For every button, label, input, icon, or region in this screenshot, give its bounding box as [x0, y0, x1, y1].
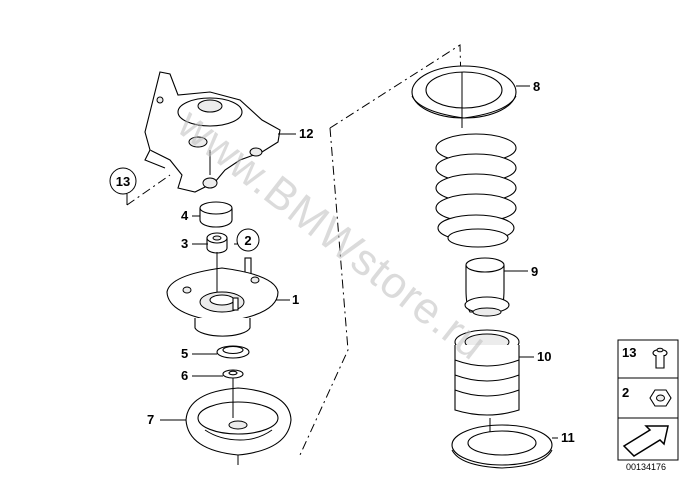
leader-lines — [160, 85, 558, 439]
part-4-bump-stop — [199, 201, 233, 228]
legend-panel: 13 2 — [617, 339, 679, 461]
callout-4: 4 — [181, 208, 189, 223]
callout-6: 6 — [181, 368, 188, 383]
legend-item-2: 2 — [622, 385, 629, 400]
callout-13: 13 — [116, 174, 130, 189]
document-number: 00134176 — [626, 462, 666, 472]
part-8-spring-pad — [411, 65, 517, 128]
part-1-upper-mount — [166, 252, 279, 337]
callout-8: 8 — [533, 79, 540, 94]
part-2-stud — [244, 257, 252, 275]
callout-13-circle: 13 — [109, 167, 137, 195]
callout-2-circle: 2 — [236, 228, 260, 252]
callout-12: 12 — [299, 126, 313, 141]
part-11-lower-pad — [451, 418, 553, 469]
callout-1: 1 — [292, 292, 299, 307]
coil-spring — [435, 133, 517, 248]
callout-11: 11 — [561, 430, 575, 445]
callout-7: 7 — [147, 412, 154, 427]
callout-5: 5 — [181, 346, 188, 361]
part-12-strut-mount — [144, 71, 281, 193]
arrow-icon — [622, 425, 669, 457]
part-7-spring-seat — [185, 378, 292, 465]
callout-9: 9 — [531, 264, 538, 279]
part-9-bump-stop — [464, 257, 510, 317]
callout-3: 3 — [181, 236, 188, 251]
clip-icon — [652, 347, 668, 369]
part-10-dust-boot — [454, 329, 520, 416]
part-5-ring — [216, 345, 250, 359]
legend-item-13: 13 — [622, 345, 636, 360]
callout-2: 2 — [244, 233, 251, 248]
callout-10: 10 — [537, 349, 551, 364]
part-3-nut — [206, 232, 228, 254]
part-6-washer — [222, 369, 244, 379]
nut-icon — [649, 389, 672, 407]
